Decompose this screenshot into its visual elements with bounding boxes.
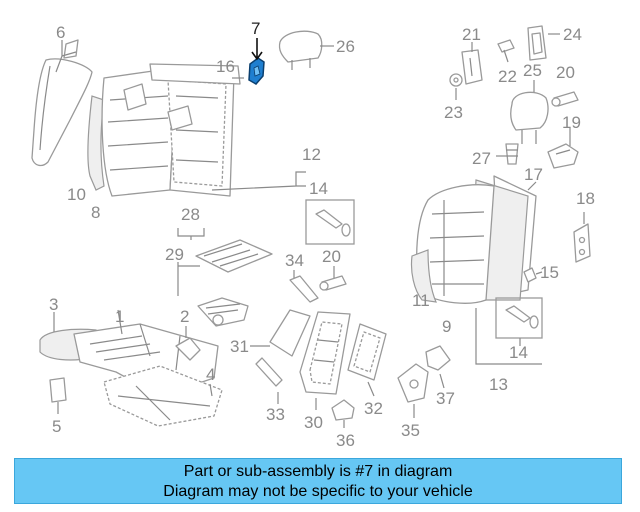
- callout-labels: 1 2 3 4 5 6 7 8 9 10 11 12 13 14 14 15 1…: [49, 19, 595, 450]
- callout-22: 22: [498, 67, 517, 86]
- callout-20-lower: 20: [322, 247, 341, 266]
- callout-24: 24: [563, 25, 582, 44]
- callout-7: 7: [251, 19, 260, 38]
- part-32-panel: [347, 323, 387, 381]
- callout-16: 16: [216, 57, 235, 76]
- callout-15: 15: [540, 263, 559, 282]
- callout-31: 31: [230, 337, 249, 356]
- part-19-latch: [547, 143, 579, 169]
- part-14-box-lower: [495, 297, 543, 339]
- callout-9: 9: [442, 317, 451, 336]
- callout-20-upper: 20: [556, 63, 575, 82]
- part-14-hardware-upper: [315, 209, 351, 237]
- callout-3: 3: [49, 295, 58, 314]
- banner-line-part: Part or sub-assembly is #7 in diagram: [183, 463, 453, 480]
- part-5-clip: [49, 377, 67, 403]
- part-14-box-upper: [305, 199, 355, 245]
- callout-5: 5: [52, 417, 61, 436]
- callout-37: 37: [436, 389, 455, 408]
- callout-30: 30: [304, 413, 323, 432]
- part-23-washer: [449, 73, 463, 87]
- info-banner: Part or sub-assembly is #7 in diagram Di…: [14, 458, 622, 504]
- callout-34: 34: [285, 251, 304, 270]
- part-37-bracket: [425, 345, 451, 371]
- callout-8: 8: [91, 203, 100, 222]
- part-30-frame: [299, 311, 351, 395]
- part-7-highlighted: [248, 57, 265, 85]
- part-35-bracket: [397, 363, 429, 403]
- callout-13: 13: [489, 375, 508, 394]
- part-4-cushion-frame: [103, 365, 223, 427]
- part-seatback-right-assembly: [410, 175, 537, 304]
- part-24-cover: [527, 25, 547, 61]
- part-28-pad: [195, 239, 273, 273]
- callout-14-upper: 14: [309, 179, 328, 198]
- part-14-hardware-lower: [505, 305, 539, 329]
- part-18-bracket: [573, 223, 591, 263]
- part-22-bolt: [497, 39, 515, 63]
- part-21-bracket: [461, 49, 483, 85]
- callout-4: 4: [206, 365, 215, 384]
- part-20-guide-lower: [319, 275, 347, 291]
- callout-14-lower: 14: [509, 343, 528, 362]
- callout-12: 12: [302, 145, 321, 164]
- banner-line-disclaimer: Diagram may not be specific to your vehi…: [163, 483, 473, 500]
- callout-33: 33: [266, 405, 285, 424]
- callout-6: 6: [56, 23, 65, 42]
- part-20-guide-upper: [551, 91, 579, 107]
- callout-2: 2: [180, 307, 189, 326]
- callout-28: 28: [181, 205, 200, 224]
- callout-17: 17: [524, 165, 543, 184]
- part-25-headrest: [510, 91, 549, 144]
- part-34-strip: [289, 275, 319, 303]
- part-2-bracket: [175, 337, 201, 361]
- callout-1: 1: [115, 307, 124, 326]
- callout-29: 29: [165, 245, 184, 264]
- callout-23: 23: [444, 103, 463, 122]
- callout-25: 25: [523, 61, 542, 80]
- callout-26: 26: [336, 37, 355, 56]
- callout-35: 35: [401, 421, 420, 440]
- callout-21: 21: [462, 25, 481, 44]
- part-7-leader-arrow: [251, 38, 263, 61]
- part-36-bracket: [331, 399, 355, 421]
- callout-19: 19: [562, 113, 581, 132]
- part-29-bracket: [197, 297, 249, 327]
- parts-diagram: 1 2 3 4 5 6 7 8 9 10 11 12 13 14 14 15 1…: [31, 19, 595, 450]
- part-31-panel: [269, 309, 311, 357]
- part-15-clip: [523, 267, 537, 283]
- part-26-headrest: [278, 30, 323, 70]
- callout-36: 36: [336, 431, 355, 450]
- part-6-side-trim: [31, 39, 93, 167]
- part-seatback-left-assembly: [87, 63, 241, 197]
- callout-11: 11: [412, 291, 430, 310]
- part-27-guide: [505, 143, 519, 165]
- part-33-trim: [255, 357, 283, 387]
- callout-27: 27: [472, 149, 491, 168]
- callout-32: 32: [364, 399, 383, 418]
- callout-10: 10: [67, 185, 86, 204]
- callout-18: 18: [576, 189, 595, 208]
